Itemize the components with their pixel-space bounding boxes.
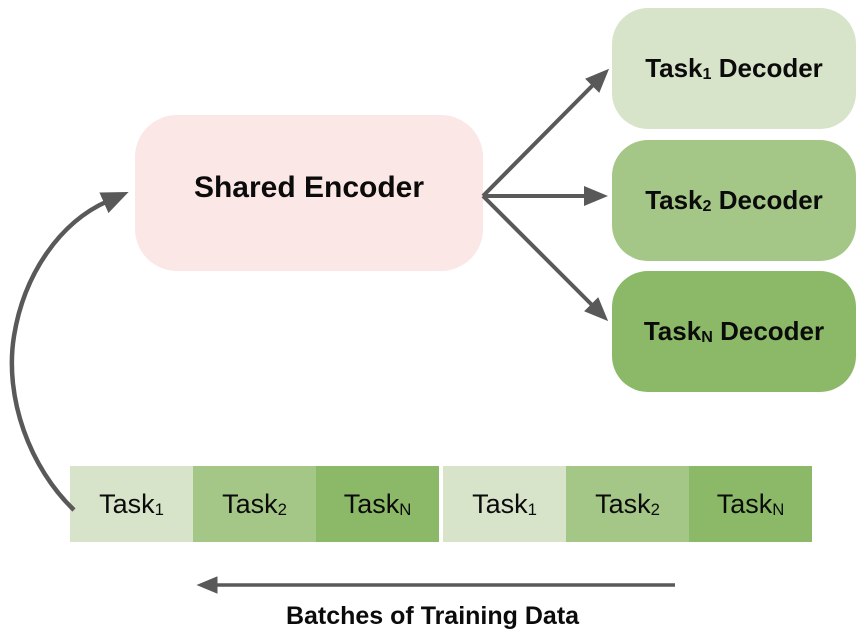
encoder-to-taskN-arrow [481,194,609,322]
batch-cell-label: Task1 [99,488,164,519]
batch-cell-label: Task1 [472,488,537,519]
batch-cell-label: TaskN [343,488,412,519]
batch-cell-taskN: TaskN [689,466,812,542]
batch-cell-task1: Task1 [70,466,193,542]
batch-cell-task1: Task1 [443,466,566,542]
batches-of-training-data-label: Batches of Training Data [285,602,580,630]
batch-cell-task2: Task2 [193,466,316,542]
batch-cell-label: Task2 [222,488,287,519]
shared-encoder-label: Shared Encoder [193,171,425,204]
feedback-curve-arrow [9,191,129,512]
batch-cell-task2: Task2 [566,466,689,542]
training-batch-row: Task1 Task2 TaskN Task1 Task2 TaskN [70,466,812,542]
encoder-to-task1-arrow [481,68,610,198]
batch-cell-label: Task2 [595,488,660,519]
batch-cell-taskN: TaskN [316,466,439,542]
shared-encoder-box: Shared Encoder [135,115,483,271]
batch-cell-label: TaskN [716,488,785,519]
